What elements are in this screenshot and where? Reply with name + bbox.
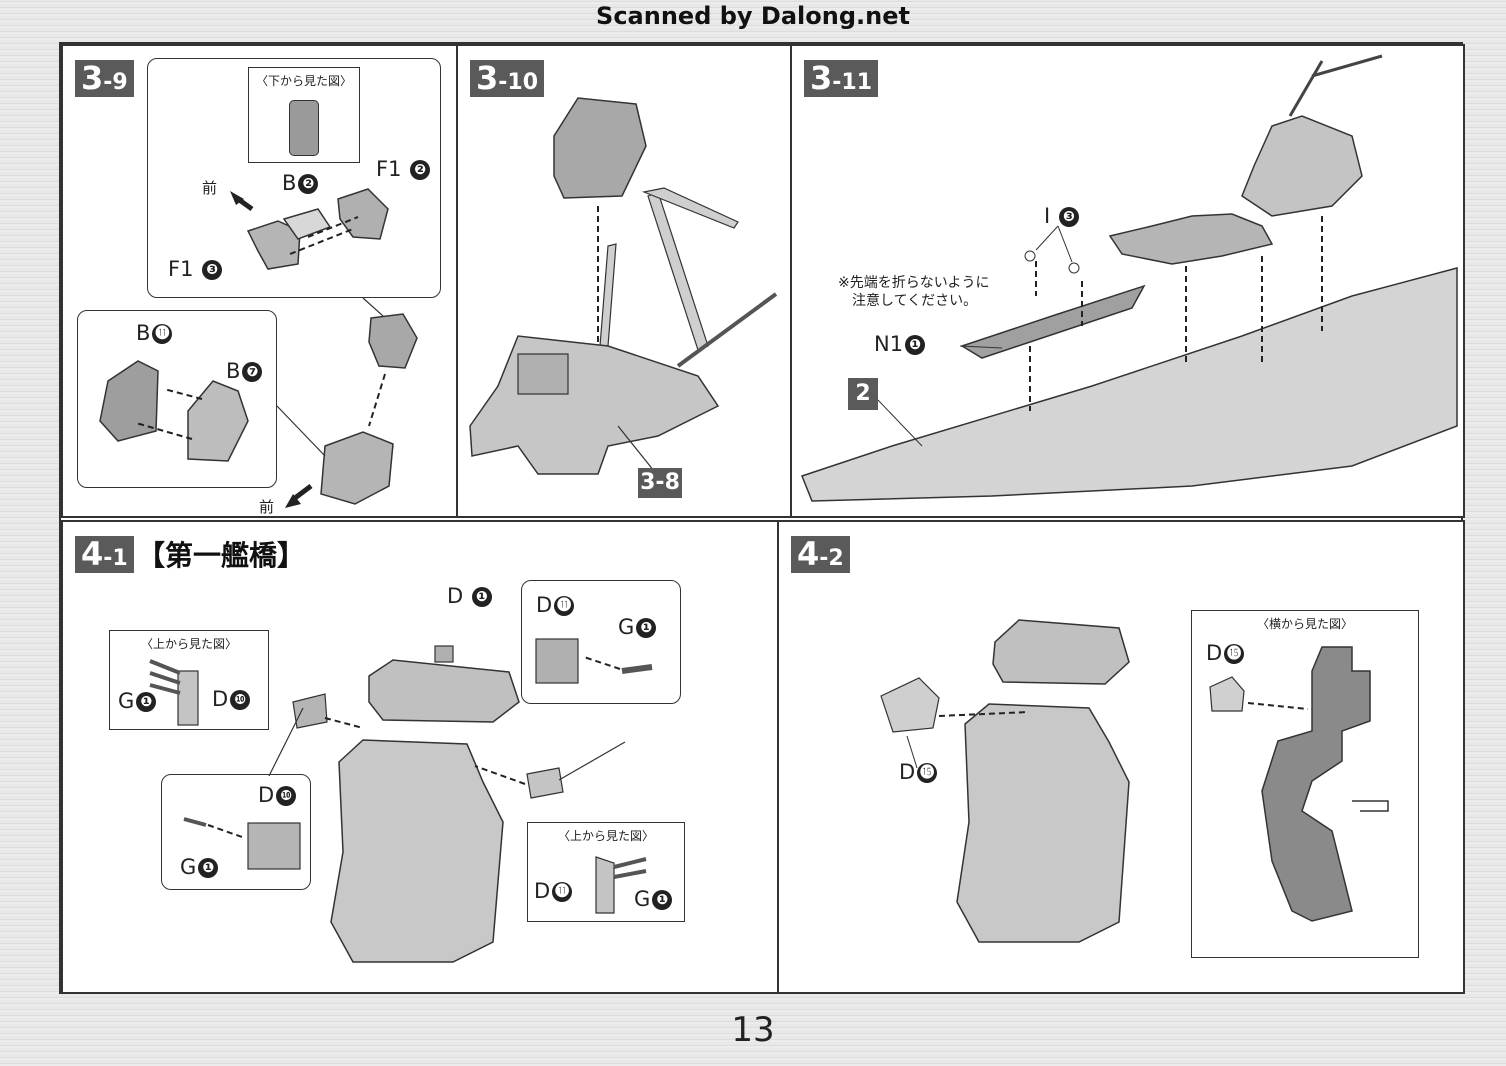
step-3-9-main-parts-drawing bbox=[276, 297, 418, 508]
bottom-view-part bbox=[289, 100, 319, 156]
callout-d11-drawing bbox=[535, 638, 653, 684]
top-view-caption-right: 〈上から見た図〉 bbox=[557, 829, 654, 843]
step-4-2-badge: 4-2 bbox=[791, 536, 850, 573]
step-3-10-badge: 3-10 bbox=[470, 60, 545, 97]
step-3-11-panel: 3-11 I ❸ ※先端を折らないように 注意してください。 bbox=[790, 44, 1465, 518]
step-3-9-upper-parts-drawing bbox=[230, 188, 389, 270]
part-label-f1-3: F1 ❸ bbox=[168, 257, 223, 281]
part-label-d1: D ❶ bbox=[447, 584, 492, 608]
part-label-i3: I ❸ bbox=[1044, 204, 1079, 228]
step-3-9-badge: 3-9 bbox=[75, 60, 134, 97]
step-3-11-ref-badge: 2 bbox=[848, 378, 878, 410]
caution-note-line-1: ※先端を折らないように bbox=[838, 275, 990, 291]
step-4-1-bridge-drawing bbox=[268, 645, 626, 963]
bottom-view-box: 〈下から見た図〉 bbox=[248, 67, 360, 163]
scan-credit-header: Scanned by Dalong.net bbox=[596, 2, 910, 30]
step-3-10-ref-badge: 3-8 bbox=[638, 468, 682, 498]
top-view-caption-left: 〈上から見た図〉 bbox=[140, 637, 237, 651]
step-3-10-bridge-drawing bbox=[469, 97, 778, 477]
step-3-11-badge: 3-11 bbox=[804, 60, 879, 97]
part-label-f1-2: F1 ❷ bbox=[376, 157, 431, 181]
side-view-drawing bbox=[1209, 646, 1389, 922]
step-3-10-panel: 3-10 3-8 bbox=[456, 44, 792, 518]
front-label-upper: 前 bbox=[202, 179, 218, 197]
page-number: 13 bbox=[731, 1010, 775, 1050]
step-3-11-hull-drawing bbox=[801, 54, 1458, 502]
callout-d10-drawing bbox=[183, 817, 301, 870]
side-view-caption: 〈横から見た図〉 bbox=[1256, 617, 1353, 631]
front-label-lower: 前 bbox=[259, 498, 275, 516]
step-4-1-title: 【第一艦橋】 bbox=[137, 539, 306, 572]
caution-note: ※先端を折らないように 注意してください。 bbox=[838, 274, 989, 310]
top-view-left-drawing bbox=[149, 659, 199, 726]
step-3-9-lower-parts-drawing bbox=[99, 360, 249, 462]
step-4-1-badge: 4-1 bbox=[75, 536, 134, 573]
bottom-view-caption: 〈下から見た図〉 bbox=[255, 74, 352, 88]
step-4-2-bridge-drawing bbox=[880, 619, 1130, 943]
caution-note-line-2: 注意してください。 bbox=[852, 293, 978, 309]
top-view-right-drawing bbox=[595, 856, 647, 914]
